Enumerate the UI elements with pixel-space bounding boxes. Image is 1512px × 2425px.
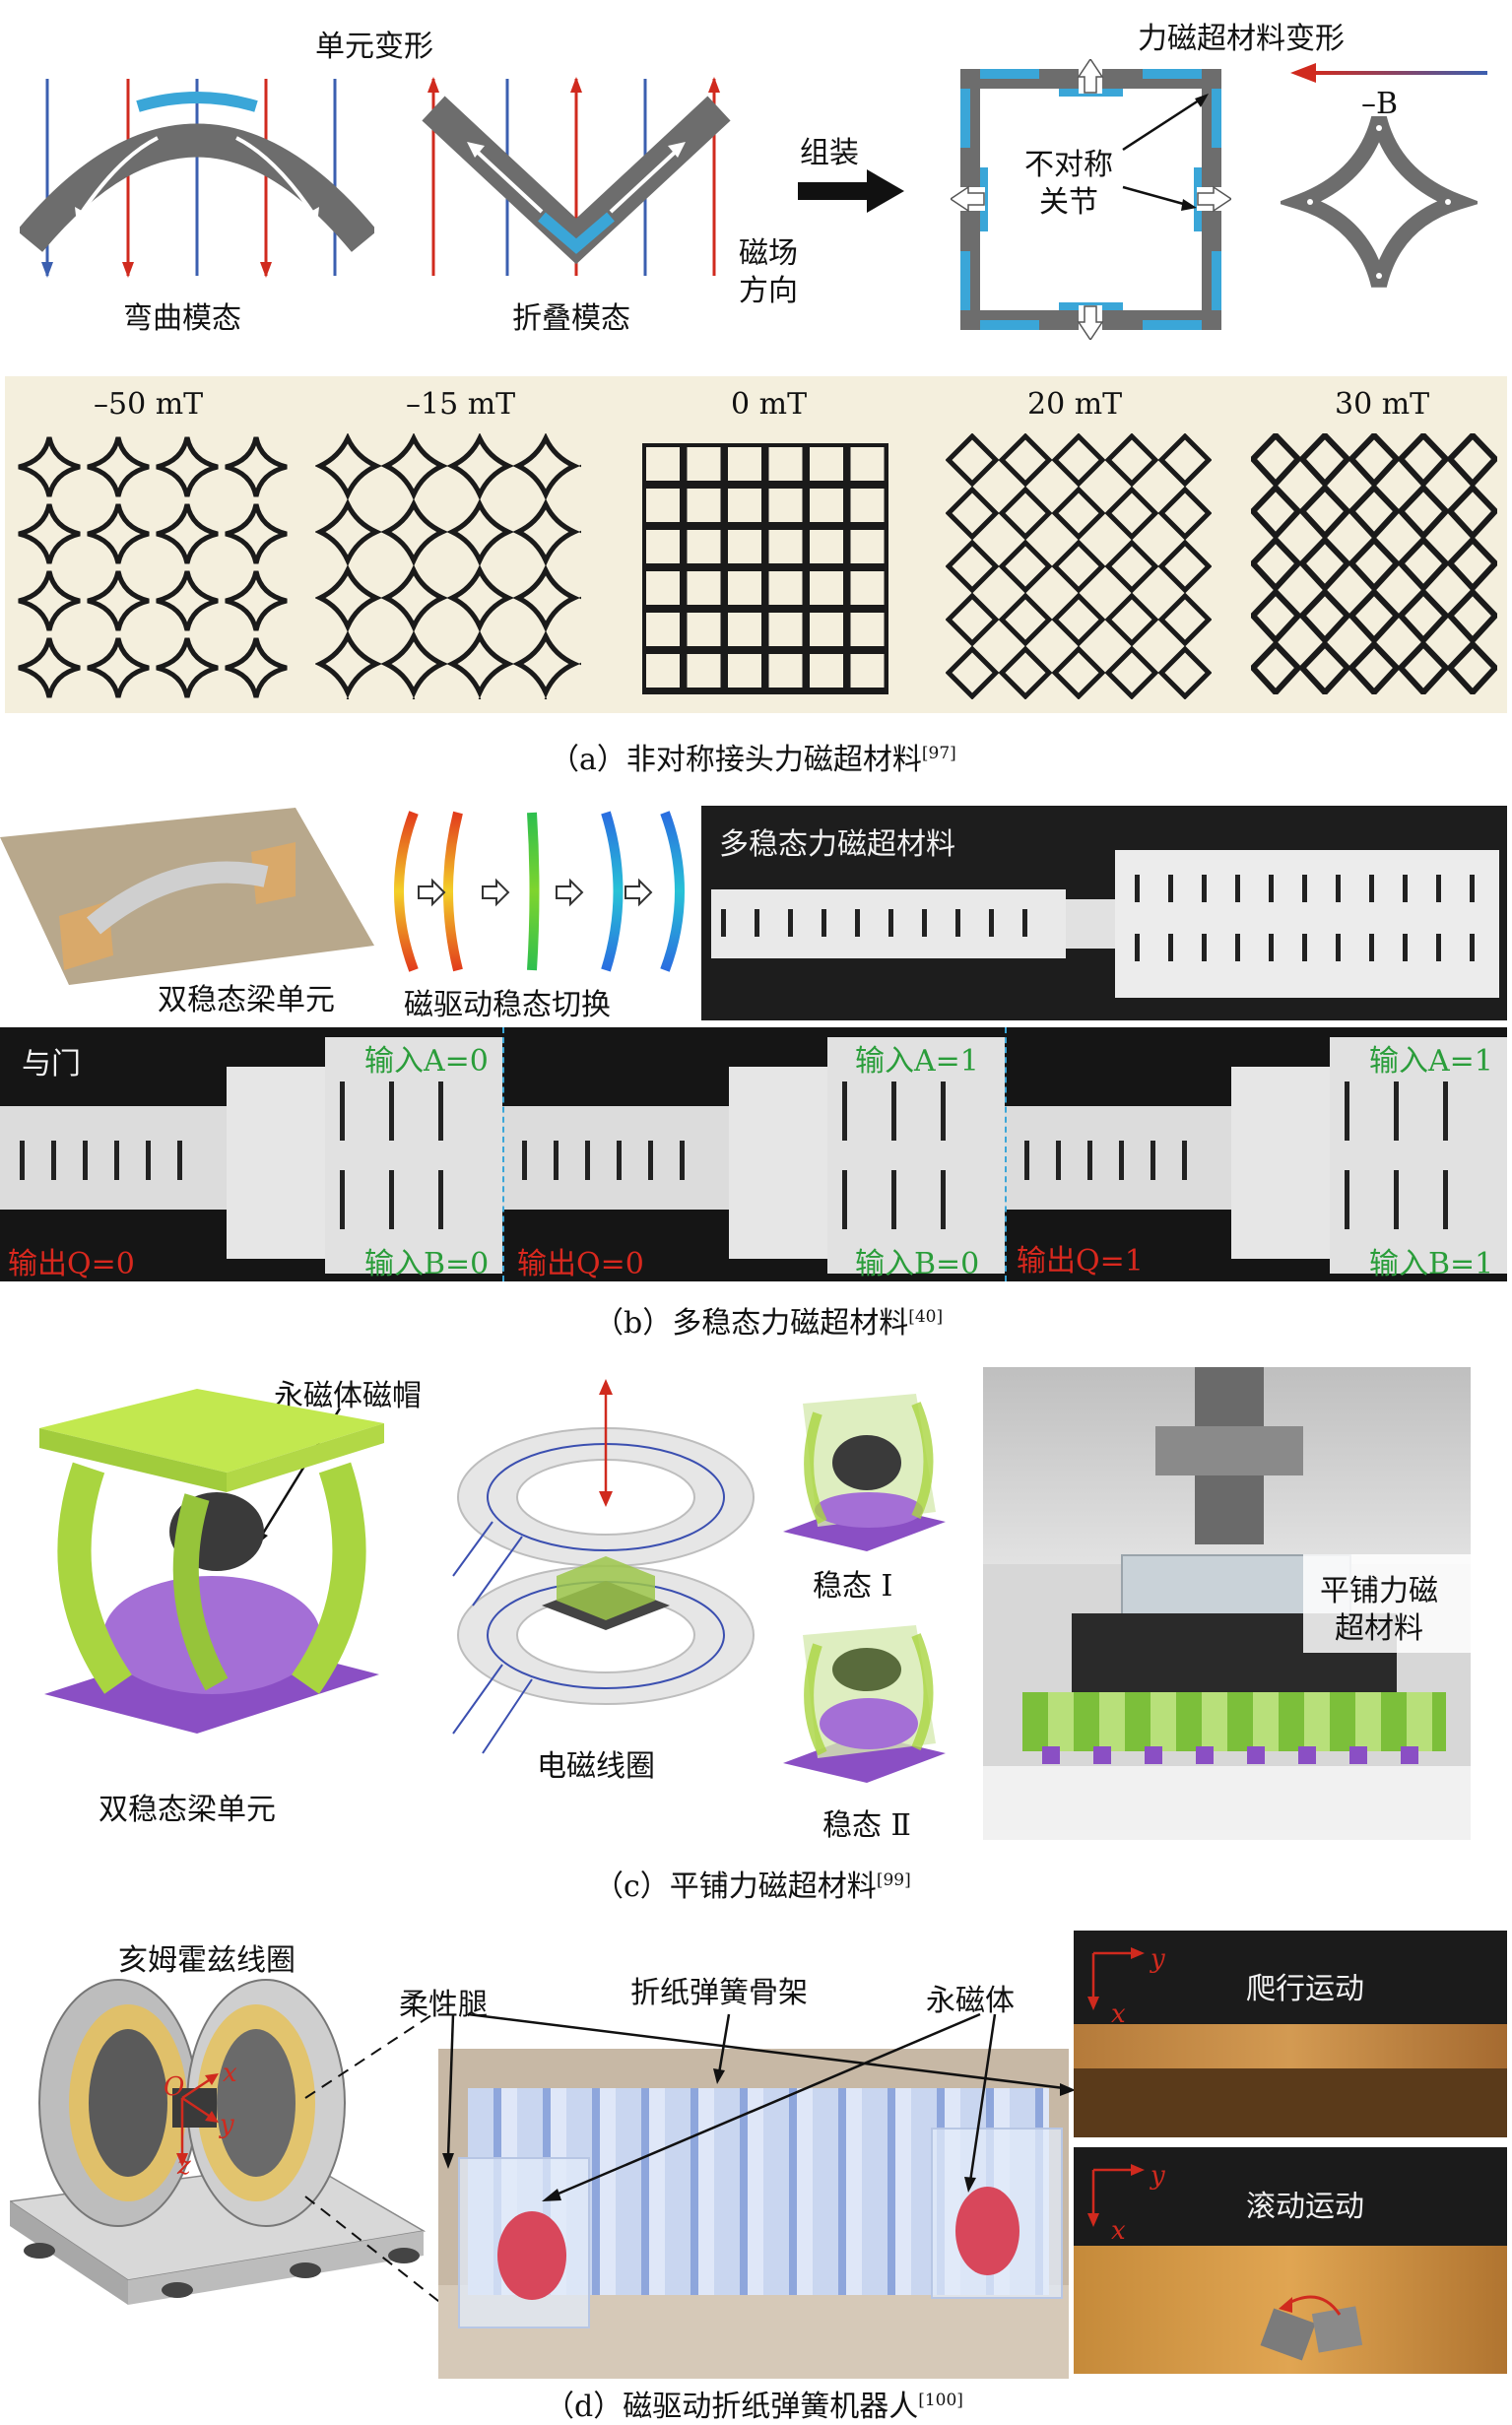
label-state1: 稳态 Ⅰ [813,1569,893,1604]
crawl-photo [1074,1931,1507,2137]
asym-joint-frame-diagram [951,59,1231,340]
label-output-2: 输出Q=0 [517,1247,644,1281]
helmholtz-coil-3d [10,1979,427,2305]
label-asym-joint-1: 不对称 [1024,148,1113,182]
em-coil-diagram [452,1379,755,1754]
label-switch: 磁驱动稳态切换 [404,988,611,1022]
state1-diagram [783,1394,946,1551]
lattice-minus50 [15,433,291,699]
roll-axis-x: x [1111,2216,1126,2246]
roll-axes [1087,2164,1145,2227]
label-field-dir-1: 磁场 [739,236,798,271]
label-assemble: 组装 [800,136,859,170]
label-and-gate: 与门 [22,1047,81,1081]
field-b-arrow-icon [1290,63,1487,83]
tiled-test-photo [983,1367,1471,1840]
label-legs: 柔性腿 [399,1988,488,2022]
bistable-unit-3d [39,1389,384,1734]
field-label-1: –50 mT [94,387,204,422]
lattice-zero [642,443,888,694]
crawl-axes [1087,1947,1145,2010]
field-label-3: 0 mT [731,387,808,422]
label-input-a-2: 输入A=1 [855,1044,979,1079]
field-label-2: –15 mT [406,387,516,422]
label-meta-deform: 力磁超材料变形 [1138,22,1345,56]
star-deformed-shape [1281,115,1478,288]
axis-z-d: z [177,2151,191,2181]
origami-robot-photo [438,2049,1069,2379]
label-magnet: 永磁体 [926,1984,1015,2018]
label-crawl: 爬行运动 [1246,1972,1364,2006]
axis-x-d: x [223,2059,237,2088]
state2-diagram [783,1625,946,1783]
axis-o: O [164,2072,185,2102]
label-tiled-1: 平铺力磁 [1320,1574,1438,1608]
label-input-a-3: 输入A=1 [1369,1044,1493,1079]
fold-mode-diagram [422,77,731,276]
lattice-plus30 [1251,433,1497,694]
label-asym-joint-2: 关节 [1039,185,1098,220]
crawl-axis-y: y [1150,1944,1165,1974]
label-field-dir-2: 方向 [739,274,798,308]
label-bend-mode: 弯曲模态 [123,301,241,336]
label-fold-mode: 折叠模态 [512,301,630,336]
label-input-b-1: 输入B=0 [364,1247,490,1281]
label-input-a-1: 输入A=0 [364,1044,489,1079]
label-unit-deform: 单元变形 [315,30,433,64]
zoom-lines [304,2006,444,2306]
bistable-beam-3d [0,808,374,985]
label-skeleton: 折纸弹簧骨架 [630,1976,808,2010]
caption-b: （b）多稳态力磁超材料[40] [594,1306,944,1341]
label-multistable: 多稳态力磁超材料 [719,827,955,862]
crawl-axis-x: x [1111,1999,1126,2029]
robot-pointers [442,2012,1076,2201]
and-gate-strip [0,1027,1507,1281]
asym-joint-pointer [1122,94,1209,211]
caption-d: （d）磁驱动折纸弹簧机器人[100] [545,2390,963,2424]
label-input-b-2: 输入B=0 [855,1247,980,1281]
caption-a: （a）非对称接头力磁超材料[97] [550,743,956,777]
label-input-b-3: 输入B=1 [1369,1247,1494,1281]
label-bistable-unit-c: 双稳态梁单元 [99,1793,276,1827]
switch-stages-diagram [394,811,685,972]
field-label-5: 30 mT [1335,387,1430,422]
roll-axis-y: y [1150,2161,1165,2191]
label-helmholtz: 亥姆霍兹线圈 [118,1943,296,1978]
roll-rotation-arrow-icon [1279,2295,1342,2316]
lattice-plus20 [946,433,1212,699]
label-bistable-unit-b: 双稳态梁单元 [158,983,335,1017]
label-coil: 电磁线圈 [537,1749,655,1784]
label-output-1: 输出Q=0 [8,1247,135,1281]
roll-photo [1074,2147,1507,2374]
label-tiled-2: 超材料 [1335,1611,1423,1646]
field-label-4: 20 mT [1027,387,1123,422]
multistable-photo [701,806,1507,1020]
assemble-arrow-icon [798,169,904,213]
lattice-minus15 [315,433,581,699]
label-output-3: 输出Q=1 [1017,1244,1144,1278]
axis-y-d: y [220,2110,234,2139]
bend-mode-diagram [20,79,374,278]
label-roll: 滚动运动 [1246,2190,1364,2224]
label-field-b: –B [1361,87,1399,121]
label-state2: 稳态 Ⅱ [822,1808,911,1843]
caption-c: （c）平铺力磁超材料[99] [594,1869,911,1904]
